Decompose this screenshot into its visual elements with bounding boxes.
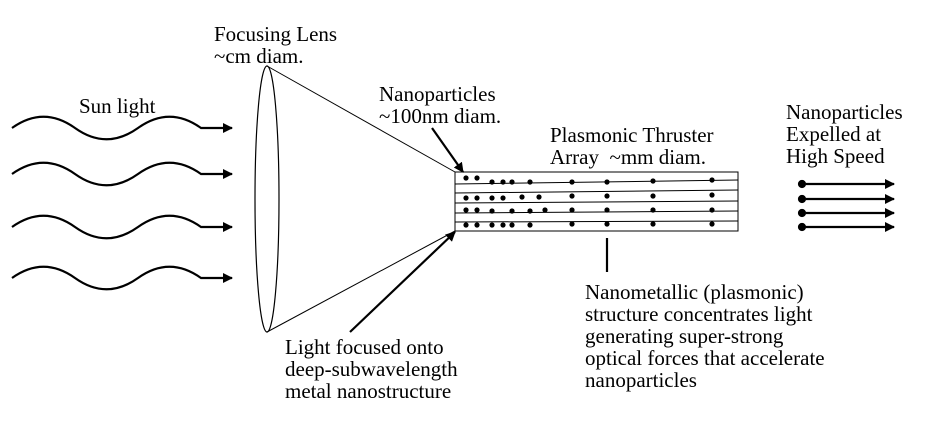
sunlight-wave-1	[11, 115, 233, 141]
nanoparticle	[569, 221, 575, 227]
sun-light-label: Sun light	[79, 94, 156, 118]
nanoparticle	[463, 222, 469, 228]
nanoparticles-expelled-label: Nanoparticles Expelled at High Speed	[786, 100, 903, 168]
nanoparticle	[709, 177, 715, 183]
nanoparticle	[650, 178, 656, 184]
nanoparticle	[604, 221, 610, 227]
sunlight-wave-3	[11, 214, 233, 240]
nanoparticle	[542, 207, 548, 213]
nanoparticle	[489, 195, 495, 201]
expelled-nanoparticles	[797, 179, 895, 232]
nanoparticle	[604, 179, 610, 185]
nanoparticle	[500, 222, 506, 228]
nanoparticles-pointer-arrow	[431, 127, 464, 173]
expelled-particle	[797, 194, 807, 204]
nanoparticle	[489, 179, 495, 185]
nanoparticle	[463, 175, 469, 181]
focusing-lens-label: Focusing Lens ~cm diam.	[214, 22, 338, 68]
thruster-channel-2	[454, 189, 739, 194]
nanoparticles-input-label: Nanoparticles ~100nm diam.	[379, 82, 502, 128]
nanoparticle	[709, 221, 715, 227]
light-focus-pointer-arrow	[349, 231, 456, 333]
focusing-lens	[254, 65, 280, 333]
thruster-channel-1	[454, 179, 739, 185]
nanoparticle	[650, 193, 656, 199]
nanoparticle	[474, 207, 480, 213]
nanoparticle	[463, 195, 469, 201]
nanoparticle	[500, 179, 506, 185]
thruster-channel-4	[454, 210, 739, 214]
nanoparticle	[604, 207, 610, 213]
nanoparticle	[474, 222, 480, 228]
nanoparticle	[463, 207, 469, 213]
nanoparticle	[569, 179, 575, 185]
nanoparticle	[474, 175, 480, 181]
nanoparticle	[650, 221, 656, 227]
nanoparticle	[527, 222, 533, 228]
nanoparticle	[527, 208, 533, 214]
expelled-particle	[797, 222, 807, 232]
nanoparticle	[536, 194, 542, 200]
expelled-particle	[797, 208, 807, 218]
nanoparticles-in-array	[463, 175, 715, 228]
pointer-arrows	[349, 127, 609, 333]
nanoparticle	[509, 208, 515, 214]
nanoparticle	[527, 179, 533, 185]
nanoparticle	[489, 222, 495, 228]
nanoparticle	[519, 194, 525, 200]
sunlight-waves	[11, 115, 233, 291]
thruster-array	[454, 171, 739, 232]
nanoparticle	[474, 195, 480, 201]
nanoparticle	[500, 195, 506, 201]
nanoparticle	[604, 193, 610, 199]
nanoparticle	[489, 208, 495, 214]
nanoparticle	[650, 207, 656, 213]
nanoparticle	[709, 192, 715, 198]
light-focused-label: Light focused onto deep-subwavelength me…	[285, 335, 458, 403]
nanoparticle	[509, 179, 515, 185]
thruster-channel-3	[454, 200, 739, 204]
nanometallic-structure-label: Nanometallic (plasmonic) structure conce…	[585, 280, 825, 392]
light-cone-lower-edge	[266, 230, 456, 333]
nanoparticle	[709, 207, 715, 213]
expelled-particle	[797, 179, 807, 189]
thruster-channel-5	[454, 220, 739, 223]
nanoparticle	[569, 193, 575, 199]
nanoparticle	[509, 222, 515, 228]
light-cone-upper-edge	[266, 65, 456, 173]
nanoparticle	[569, 207, 575, 213]
sunlight-wave-2	[11, 161, 233, 187]
thruster-array-label: Plasmonic Thruster Array ~mm diam.	[550, 123, 714, 169]
sunlight-wave-4	[11, 265, 233, 291]
